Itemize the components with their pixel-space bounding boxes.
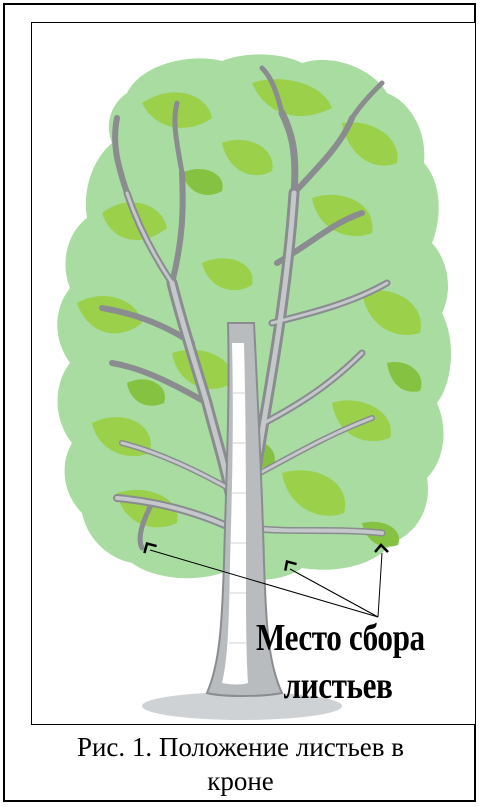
callout-label-line2: листьев: [256, 664, 420, 708]
callout-label-line1: Место сбора: [256, 616, 420, 660]
figure-caption-line1: Рис. 1. Положение листьев в: [0, 730, 481, 764]
figure-caption-line2: кроне: [0, 764, 481, 798]
